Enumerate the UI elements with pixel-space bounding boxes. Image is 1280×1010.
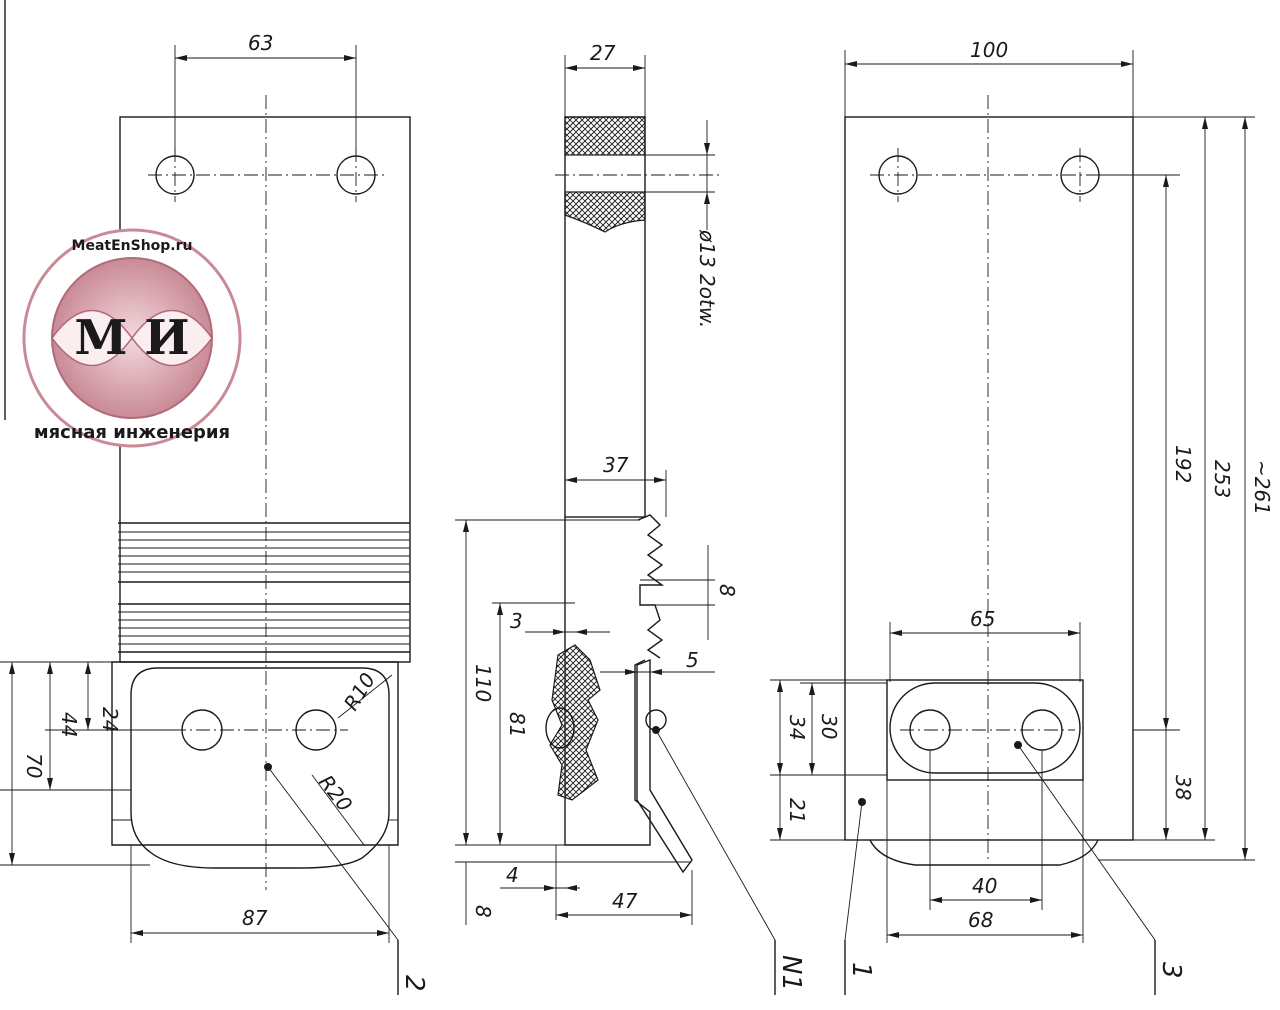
- dim-8b: 8: [471, 905, 495, 918]
- dim-47: 47: [612, 889, 638, 913]
- dim-44: 44: [57, 712, 81, 737]
- hole-note: ø13 2otw.: [695, 229, 719, 328]
- dim-4: 4: [506, 863, 519, 887]
- dim-21: 21: [785, 798, 809, 823]
- bottom-bracket: [111, 661, 399, 846]
- dim-81: 81: [505, 712, 529, 737]
- dim-70: 70: [22, 753, 46, 778]
- svg-text:MeatEnShop.ru: MeatEnShop.ru: [72, 238, 193, 254]
- clamp-plate: [886, 679, 1084, 781]
- dim-63: 63: [248, 31, 273, 55]
- part-label-1: 1: [846, 962, 876, 979]
- side-view: ø13 2otw. 27 37 8 3: [455, 41, 806, 995]
- dim-8a: 8: [715, 584, 739, 597]
- dim-40: 40: [972, 874, 997, 898]
- rib-band-lower: [118, 603, 410, 653]
- dim-110: 110: [471, 664, 495, 702]
- dim-261: ~261: [1250, 460, 1274, 515]
- dim-27: 27: [590, 41, 616, 65]
- section-hatch-clamp: [549, 644, 601, 801]
- section-hatch-top: [564, 116, 646, 156]
- dim-34: 34: [785, 715, 809, 740]
- rib-band-upper: [118, 522, 410, 583]
- dim-24: 24: [98, 707, 122, 732]
- dim-30: 30: [817, 714, 841, 739]
- dim-100: 100: [970, 38, 1008, 62]
- part-label-n1: N1: [776, 955, 806, 991]
- section-hatch-mid: [564, 191, 646, 233]
- dim-5: 5: [686, 648, 699, 672]
- front-view: 63 87 24 44 70 R10 R20 2: [0, 31, 429, 995]
- dim-253: 253: [1210, 460, 1234, 498]
- dim-192: 192: [1171, 445, 1195, 483]
- dim-37: 37: [603, 453, 629, 477]
- dim-87: 87: [242, 906, 268, 930]
- svg-text:М И: М И: [74, 310, 189, 366]
- part-label-2: 2: [399, 975, 429, 992]
- dim-68: 68: [968, 908, 993, 932]
- dim-r20: R20: [314, 770, 357, 816]
- dim-3: 3: [510, 609, 523, 633]
- right-view: 100 65 30 34 21 40 68: [770, 38, 1274, 995]
- dim-r10: R10: [339, 669, 380, 715]
- svg-text:мясная инженерия: мясная инженерия: [34, 422, 230, 443]
- dim-65: 65: [970, 607, 995, 631]
- dim-38: 38: [1171, 775, 1195, 800]
- watermark-logo: М И MeatEnShop.ru мясная инженерия: [22, 228, 242, 448]
- part-label-3: 3: [1156, 962, 1186, 979]
